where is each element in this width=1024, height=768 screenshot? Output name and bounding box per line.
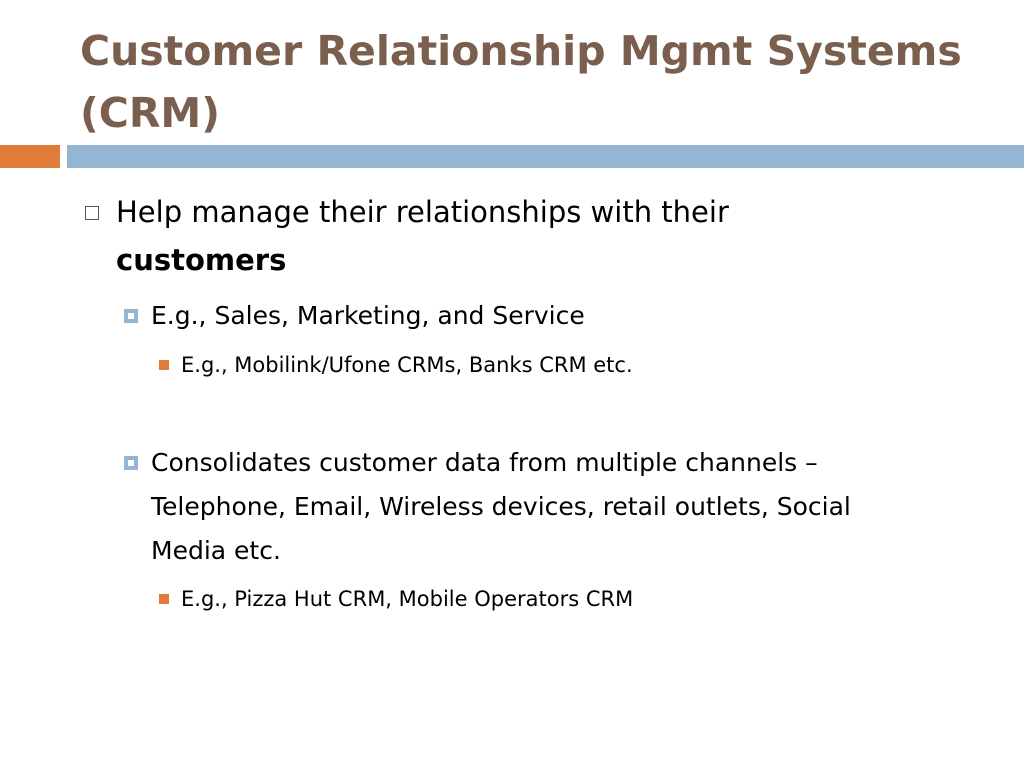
bullet-text-line: Help manage their relationships with the… [116, 195, 729, 229]
blue-square-bullet-icon [124, 456, 138, 470]
title-accent-bar-blue [67, 145, 1024, 168]
bullet-level2-item: E.g., Sales, Marketing, and Service [151, 301, 585, 330]
bullet-level3-item: E.g., Pizza Hut CRM, Mobile Operators CR… [181, 587, 634, 611]
bullet-level2-line: Media etc. [151, 536, 281, 565]
bullet-bold-word: customers [116, 243, 287, 277]
bullet-level3-item: E.g., Mobilink/Ufone CRMs, Banks CRM etc… [181, 353, 633, 377]
slide-title: Customer Relationship Mgmt Systems (CRM) [80, 20, 1000, 144]
bullet-level2-line: Telephone, Email, Wireless devices, reta… [151, 492, 851, 521]
blue-square-bullet-icon [124, 309, 138, 323]
bullet-level1-text: Help manage their relationships with the… [116, 188, 996, 236]
title-accent-bar-orange [0, 145, 60, 168]
orange-square-bullet-icon [159, 360, 169, 370]
hollow-square-bullet-icon [85, 206, 99, 220]
title-line-2: (CRM) [80, 89, 220, 137]
orange-square-bullet-icon [159, 594, 169, 604]
bullet-level1-bold: customers [116, 236, 996, 284]
bullet-level2-line: Consolidates customer data from multiple… [151, 448, 818, 477]
title-line-1: Customer Relationship Mgmt Systems [80, 27, 962, 75]
